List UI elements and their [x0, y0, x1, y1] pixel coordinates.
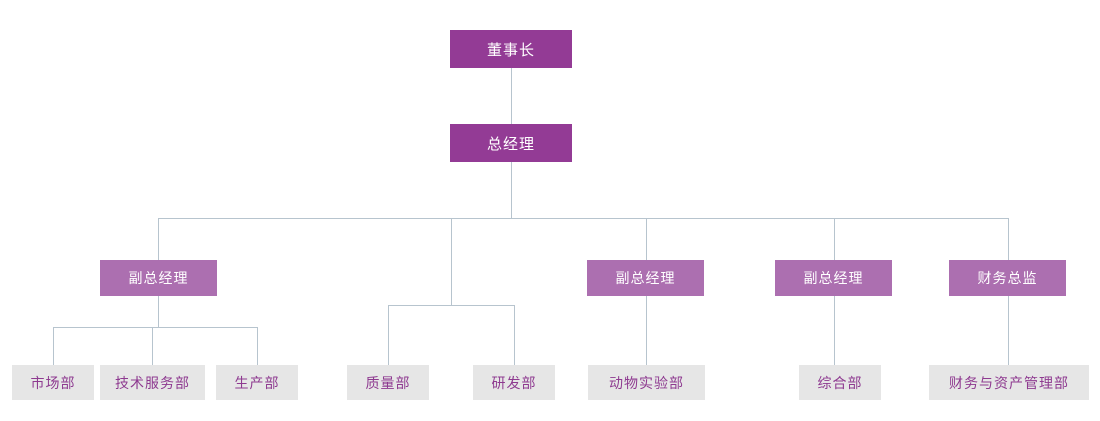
connector-vp-2-to-animal-lab — [646, 296, 647, 365]
connector-bus-to-mid-branch — [451, 218, 452, 305]
connector-bus-to-vp-3 — [834, 218, 835, 260]
connector-subbus-to-marketing — [53, 327, 54, 365]
node-chairman[interactable]: 董事长 — [450, 30, 572, 68]
connector-level3-bus — [158, 218, 1009, 219]
connector-chairman-to-gm — [511, 68, 512, 124]
connector-mid-branch-bus — [388, 305, 515, 306]
connector-bus-to-vp-2 — [646, 218, 647, 260]
connector-subbus-to-production — [257, 327, 258, 365]
node-dept-marketing[interactable]: 市场部 — [12, 365, 94, 400]
node-vp-3[interactable]: 副总经理 — [775, 260, 892, 296]
connector-mid-branch-to-quality — [388, 305, 389, 365]
node-cfo[interactable]: 财务总监 — [949, 260, 1066, 296]
node-dept-tech-service[interactable]: 技术服务部 — [100, 365, 205, 400]
connector-vp-3-to-general-affairs — [834, 296, 835, 365]
node-dept-production[interactable]: 生产部 — [216, 365, 298, 400]
connector-vp-1-subbus — [53, 327, 258, 328]
connector-gm-to-bus — [511, 162, 512, 218]
node-dept-quality[interactable]: 质量部 — [347, 365, 429, 400]
connector-bus-to-vp-1 — [158, 218, 159, 260]
connector-mid-branch-to-rnd — [514, 305, 515, 365]
node-vp-1[interactable]: 副总经理 — [100, 260, 217, 296]
connector-subbus-to-tech-service — [152, 327, 153, 365]
node-dept-finance-asset[interactable]: 财务与资产管理部 — [929, 365, 1089, 400]
connector-vp-1-to-subbus — [158, 296, 159, 327]
node-dept-animal-lab[interactable]: 动物实验部 — [588, 365, 705, 400]
node-dept-rnd[interactable]: 研发部 — [473, 365, 555, 400]
node-vp-2[interactable]: 副总经理 — [587, 260, 704, 296]
node-general-manager[interactable]: 总经理 — [450, 124, 572, 162]
connector-bus-to-cfo — [1008, 218, 1009, 260]
node-dept-general-affairs[interactable]: 综合部 — [799, 365, 881, 400]
connector-cfo-to-finance-asset — [1008, 296, 1009, 365]
